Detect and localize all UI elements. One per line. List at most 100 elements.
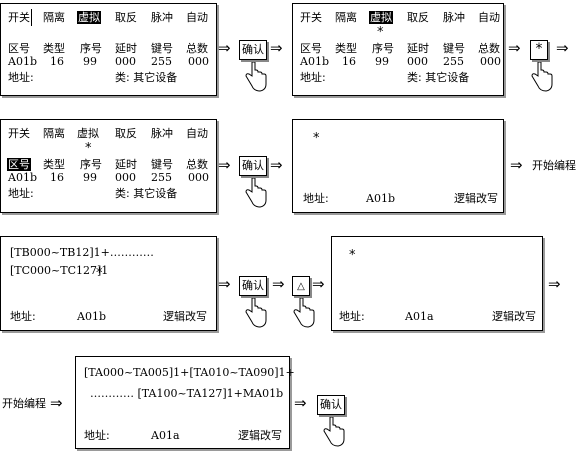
- menu-isolate: 隔离: [43, 127, 65, 140]
- value-delay: 000: [407, 55, 428, 68]
- header-zone: 区号: [8, 42, 30, 55]
- address-value: A01a: [151, 429, 180, 442]
- pointing-hand-icon: [245, 62, 267, 92]
- value-delay: 000: [115, 55, 136, 68]
- value-delay: 000: [115, 171, 136, 184]
- value-serial: 99: [83, 171, 97, 184]
- arrow-right-icon: ⇒: [218, 39, 231, 57]
- arrow-right-icon: ⇒: [272, 275, 285, 293]
- panel-3-zone-selected: 开关 隔离 虚拟 * 取反 脉冲 自动 区号 类型 序号 延时 键号 总数 A0…: [0, 119, 217, 213]
- arrow-right-icon: ⇒: [218, 156, 231, 174]
- address-value: A01a: [405, 310, 434, 323]
- panel-4-logic-edit-start: * 地址: A01b 逻辑改写: [292, 119, 504, 213]
- panel-6-logic-edit-a01a: * 地址: A01a 逻辑改写: [331, 236, 543, 331]
- logic-line-4: ………… [TA100~TA127]1+MA01b: [90, 387, 284, 400]
- header-total: 总数: [186, 42, 208, 55]
- menu-switch: 开关: [300, 11, 322, 24]
- logic-edit-label: 逻辑改写: [163, 310, 207, 323]
- header-type: 类型: [43, 42, 65, 55]
- star-marker: *: [349, 248, 356, 263]
- panel-1-virtual-selected: 开关 隔离 虚拟 取反 脉冲 自动 区号 类型 序号 延时 键号 总数 A01b…: [0, 3, 217, 96]
- arrow-right-icon: ⇒: [548, 275, 561, 293]
- header-key: 键号: [443, 42, 465, 55]
- value-serial: 99: [375, 55, 389, 68]
- arrow-right-icon: ⇒: [50, 394, 63, 412]
- menu-virtual-highlighted: 虚拟: [77, 11, 101, 24]
- menu-auto: 自动: [186, 127, 208, 140]
- menu-virtual: 虚拟: [77, 127, 99, 140]
- panel-2-virtual-marked: 开关 隔离 虚拟 * 取反 脉冲 自动 区号 类型 序号 延时 键号 总数 A0…: [292, 3, 504, 96]
- value-serial: 99: [83, 55, 97, 68]
- address-label: 地址:: [8, 187, 34, 200]
- header-serial: 序号: [372, 42, 394, 55]
- pointing-hand-icon: [293, 298, 315, 328]
- panel-5-logic-expression: [TB000~TB12]1+………… [TC000~TC127]1 * 地址: …: [0, 236, 217, 331]
- up-key[interactable]: △: [292, 276, 310, 296]
- address-label: 地址:: [339, 310, 365, 323]
- arrow-right-icon: ⇒: [218, 275, 231, 293]
- menu-invert: 取反: [407, 11, 429, 24]
- menu-switch: 开关: [8, 127, 30, 140]
- panel-7-logic-expression-a01a: [TA000~TA005]1+[TA010~TA090]1+ ………… [TA1…: [75, 356, 295, 449]
- arrow-right-icon: ⇒: [556, 39, 569, 57]
- menu-invert: 取反: [115, 127, 137, 140]
- value-zone: A01b: [300, 55, 329, 68]
- address-label: 地址:: [300, 71, 326, 84]
- menu-isolate: 隔离: [335, 11, 357, 24]
- arrow-right-icon: ⇒: [312, 275, 325, 293]
- logic-line-3: [TA000~TA005]1+[TA010~TA090]1+: [84, 366, 295, 379]
- address-label: 地址:: [10, 310, 36, 323]
- menu-auto: 自动: [478, 11, 500, 24]
- header-key: 键号: [151, 158, 173, 171]
- logic-edit-label: 逻辑改写: [238, 429, 282, 442]
- header-total: 总数: [478, 42, 500, 55]
- header-serial: 序号: [80, 158, 102, 171]
- value-type: 16: [50, 171, 64, 184]
- pointing-hand-icon: [531, 62, 553, 92]
- pointing-hand-icon: [245, 298, 267, 328]
- arrow-right-icon: ⇒: [508, 39, 521, 57]
- menu-switch: 开关: [8, 11, 30, 24]
- star-marker: *: [377, 25, 384, 40]
- text-cursor: [31, 9, 32, 26]
- value-type: 16: [50, 55, 64, 68]
- value-type: 16: [342, 55, 356, 68]
- confirm-key[interactable]: 确认: [317, 395, 345, 415]
- star-key[interactable]: *: [530, 40, 548, 60]
- menu-invert: 取反: [115, 11, 137, 24]
- value-total: 000: [188, 171, 209, 184]
- value-key: 255: [151, 171, 172, 184]
- star-marker: *: [313, 131, 320, 146]
- header-key: 键号: [151, 42, 173, 55]
- header-zone: 区号: [300, 42, 322, 55]
- header-type: 类型: [43, 158, 65, 171]
- pointing-hand-icon: [323, 417, 345, 447]
- menu-isolate: 隔离: [43, 11, 65, 24]
- arrow-right-icon: ⇒: [294, 394, 307, 412]
- menu-pulse: 脉冲: [443, 11, 465, 24]
- value-zone: A01b: [8, 171, 37, 184]
- logic-line-2: [TC000~TC127]1: [10, 264, 109, 277]
- menu-pulse: 脉冲: [151, 127, 173, 140]
- menu-virtual-highlighted: 虚拟: [369, 11, 393, 24]
- logic-edit-label: 逻辑改写: [454, 192, 498, 205]
- address-label: 地址:: [303, 192, 329, 205]
- confirm-key[interactable]: 确认: [239, 156, 267, 176]
- confirm-key[interactable]: 确认: [239, 40, 267, 60]
- value-total: 000: [480, 55, 501, 68]
- logic-edit-label: 逻辑改写: [492, 310, 536, 323]
- start-programming-label: 开始编程: [2, 397, 46, 410]
- header-serial: 序号: [80, 42, 102, 55]
- value-key: 255: [443, 55, 464, 68]
- arrow-right-icon: ⇒: [270, 39, 283, 57]
- class-text: 类: 其它设备: [115, 71, 178, 84]
- value-zone: A01b: [8, 55, 37, 68]
- header-zone-highlighted: 区号: [7, 158, 31, 171]
- class-text: 类: 其它设备: [407, 71, 470, 84]
- arrow-right-icon: ⇒: [270, 156, 283, 174]
- confirm-key[interactable]: 确认: [239, 276, 267, 296]
- value-total: 000: [188, 55, 209, 68]
- value-key: 255: [151, 55, 172, 68]
- menu-auto: 自动: [186, 11, 208, 24]
- address-value: A01b: [77, 310, 106, 323]
